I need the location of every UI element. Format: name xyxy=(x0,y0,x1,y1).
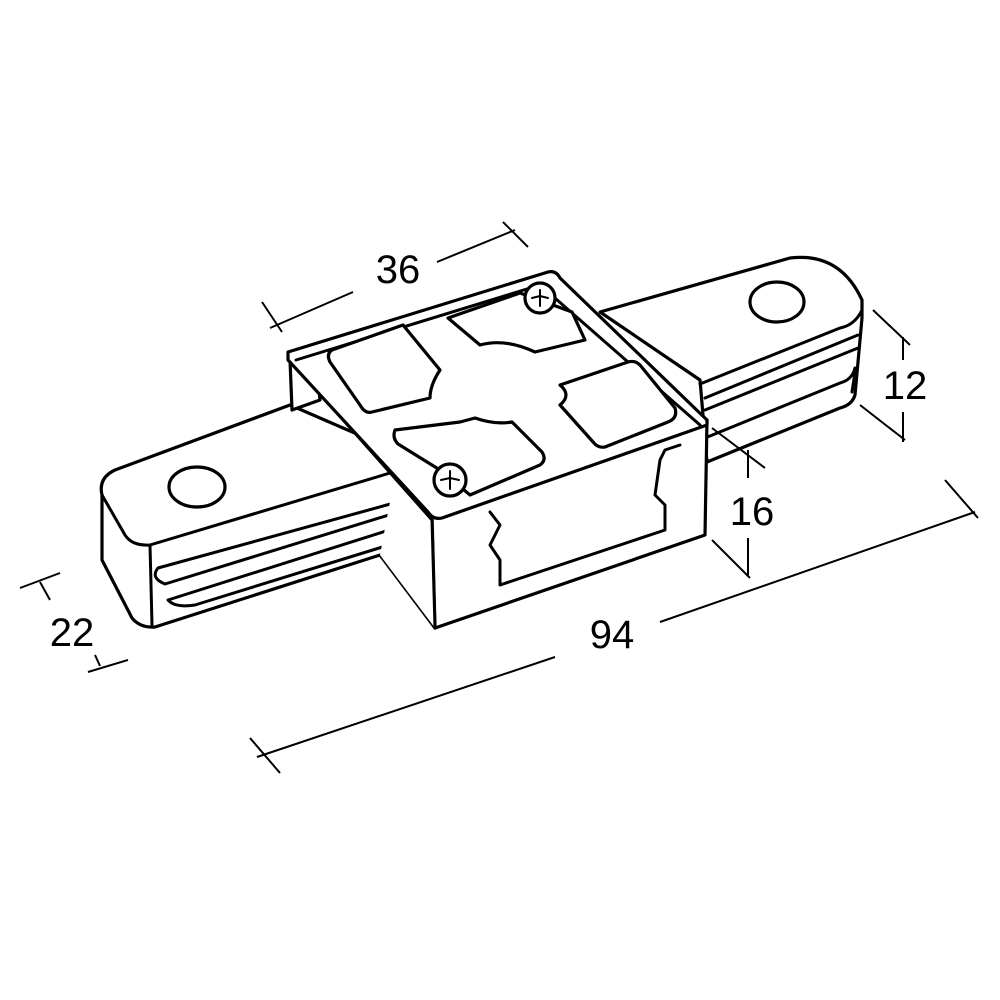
pad-right xyxy=(558,359,678,449)
mounting-hole-left xyxy=(167,465,227,509)
pad-left xyxy=(326,323,442,414)
dimension-width: 22 xyxy=(49,611,95,655)
dimension-top-width: 36 xyxy=(375,248,421,292)
right-bar-arm xyxy=(598,255,864,464)
mounting-hole-right xyxy=(748,280,806,324)
screw-bottom-icon xyxy=(432,462,468,498)
dimension-body-height: 16 xyxy=(729,490,775,534)
pad-bottom xyxy=(392,416,546,497)
dimension-total-length: 94 xyxy=(589,613,635,657)
dimension-lines xyxy=(19,221,979,774)
connector-block xyxy=(286,270,709,630)
screw-top-icon xyxy=(523,281,557,315)
dimension-end-height: 12 xyxy=(882,364,928,408)
left-bar-arm xyxy=(99,403,442,630)
